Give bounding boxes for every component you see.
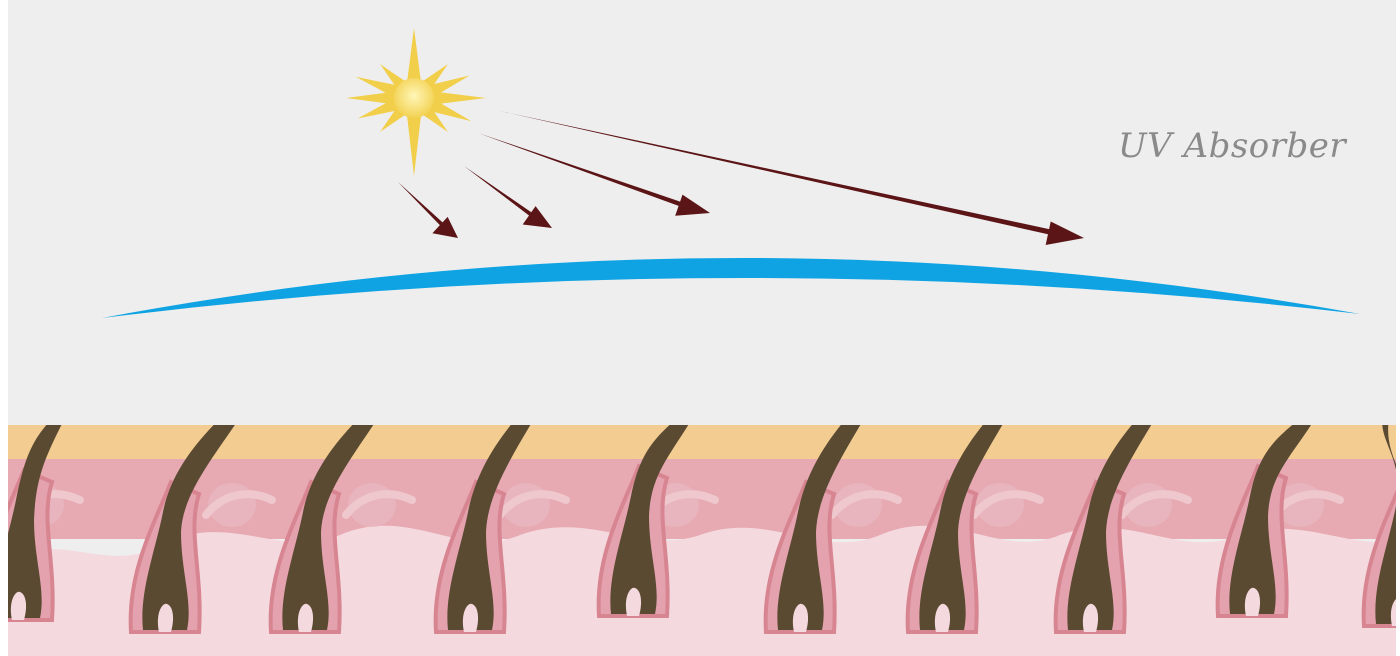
uv-absorber-label: UV Absorber [1118,126,1346,166]
dermis-layer [8,526,1396,656]
sun-core [394,78,434,118]
